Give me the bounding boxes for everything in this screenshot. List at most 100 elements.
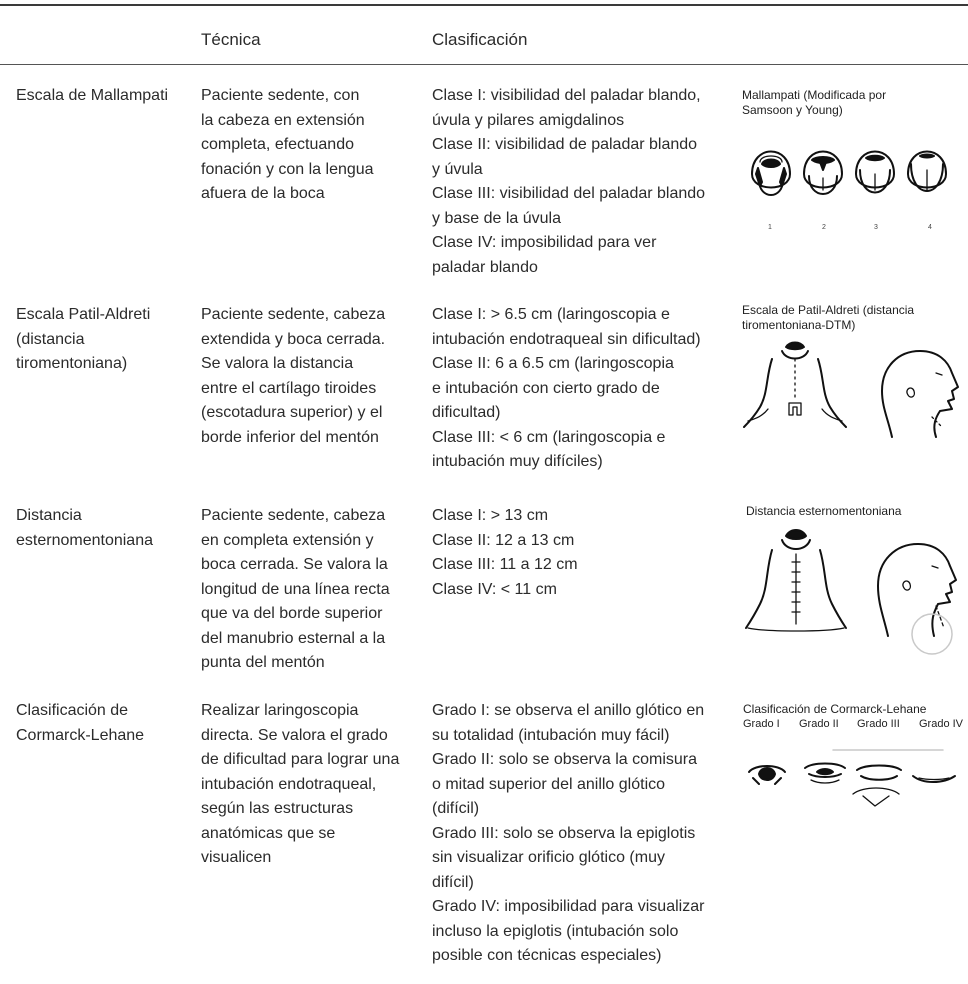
top-rule: [0, 4, 968, 6]
cell-text-line: del manubrio esternal a la: [201, 629, 386, 647]
figure-caption: Mallampati (Modificada por: [742, 88, 887, 102]
cell-text-line: en completa extensión y: [201, 531, 374, 549]
cell-text-line: Clase II: 12 a 13 cm: [432, 531, 575, 549]
cell-text-line: difícil): [432, 873, 474, 891]
cell-text-line: (distancia: [16, 330, 85, 348]
class-label: 2: [822, 224, 826, 231]
cell-text-line: Clase III: visibilidad del paladar bland…: [432, 185, 706, 202]
figure-caption: tiromentoniana-DTM): [742, 318, 856, 332]
row-name: Clasificación de Cormarck-Lehane: [16, 699, 144, 748]
cell-text-line: e intubación con cierto grado de: [432, 379, 660, 397]
cell-text-line: Escala Patil-Aldreti: [16, 306, 151, 323]
cell-text-line: Grado IV: imposibilidad para visualizar: [432, 898, 705, 915]
patil-aldreti-figure: Escala de Patil-Aldreti (distancia tirom…: [742, 303, 966, 443]
cell-text-line: Clase IV: < 11 cm: [432, 580, 557, 598]
row-clasificacion: Clase I: > 13 cm Clase II: 12 a 13 cm Cl…: [432, 504, 578, 602]
figure-caption: Distancia esternomentoniana: [746, 504, 902, 518]
cell-text-line: Escala de Mallampati: [16, 87, 169, 104]
cell-text-line: completa, efectuando: [201, 136, 354, 153]
cell-text-line: la cabeza en extensión: [201, 111, 365, 129]
cell-text-line: (escotadura superior) y el: [201, 404, 383, 421]
cell-text-line: intubación muy difíciles): [432, 453, 603, 470]
row-name: Escala de Mallampati: [16, 84, 168, 109]
cell-text-line: Clasificación de: [16, 702, 129, 719]
cell-text-line: y úvula: [432, 160, 483, 178]
row-clasificacion: Clase I: > 6.5 cm (laringoscopia e intub…: [432, 303, 701, 475]
cell-text-line: intubación endotraqueal sin dificultad): [432, 330, 701, 348]
cell-text-line: directa. Se valora el grado: [201, 726, 388, 744]
cell-text-line: dificultad): [432, 404, 501, 421]
cell-text-line: Grado II: solo se observa la comisura: [432, 751, 698, 768]
cell-text-line: posible con técnicas especiales): [432, 947, 662, 964]
cell-text-line: y base de la úvula: [432, 209, 561, 227]
cell-text-line: Cormarck-Lehane: [16, 726, 145, 744]
cell-text-line: paladar blando: [432, 258, 538, 276]
cell-text-line: Clase I: visibilidad del paladar blando,: [432, 87, 701, 104]
cell-text-line: Se valora la distancia: [201, 355, 354, 372]
figure-caption: Samsoon y Young): [742, 103, 843, 117]
cell-text-line: según las estructuras: [201, 800, 354, 817]
cell-text-line: Clase III: 11 a 12 cm: [432, 556, 578, 573]
cell-text-line: Paciente sedente, cabeza: [201, 507, 386, 524]
cell-text-line: Distancia: [16, 507, 82, 524]
cell-text-line: Realizar laringoscopia: [201, 702, 359, 719]
cell-text-line: tiromentoniana): [16, 355, 128, 372]
class-label: 3: [874, 224, 878, 231]
cell-text-line: incluso la epiglotis (intubación solo: [432, 922, 679, 940]
header-rule: [0, 64, 968, 65]
sternomental-distance-icon: [745, 529, 957, 655]
header-tecnica: Técnica: [201, 30, 261, 49]
grade-label: Grado II: [799, 718, 839, 730]
cormack-lehane-figure: Clasificación de Cormarck-Lehane Grado I…: [743, 702, 967, 822]
row-tecnica: Paciente sedente, cabeza en completa ext…: [201, 504, 390, 676]
cell-text-line: o mitad superior del anillo glótico: [432, 775, 666, 793]
cell-text-line: anatómicas que se: [201, 824, 336, 842]
mallampati-figure: Mallampati (Modificada por Samsoon y You…: [742, 88, 966, 238]
cell-text-line: (difícil): [432, 800, 480, 817]
figure-caption: Clasificación de Cormarck-Lehane: [743, 702, 927, 716]
cell-text-line: Grado III: solo se observa la epiglotis: [432, 824, 696, 842]
esternomentoniana-figure: Distancia esternomentoniana: [745, 504, 966, 655]
cell-text-line: Paciente sedente, cabeza: [201, 306, 386, 323]
cormack-lehane-grades-icon: [748, 749, 956, 807]
grade-label: Grado IV: [919, 718, 964, 730]
class-label: 1: [768, 224, 772, 231]
cell-text-line: Paciente sedente, con: [201, 87, 360, 104]
figure-caption: Escala de Patil-Aldreti (distancia: [742, 303, 915, 317]
grade-label: Grado III: [857, 718, 900, 730]
row-tecnica: Paciente sedente, con la cabeza en exten…: [201, 84, 374, 207]
cell-text-line: esternomentoniana: [16, 531, 153, 549]
cell-text-line: Clase IV: imposibilidad para ver: [432, 234, 657, 251]
cell-text-line: fonación y con la lengua: [201, 160, 374, 178]
grade-labels: Grado I Grado II Grado III Grado IV: [743, 718, 963, 730]
row-clasificacion: Grado I: se observa el anillo glótico en…: [432, 699, 704, 969]
cell-text-line: visualicen: [201, 849, 272, 866]
row-name: Distancia esternomentoniana: [16, 504, 153, 553]
cell-text-line: extendida y boca cerrada.: [201, 330, 386, 348]
cell-text-line: Clase I: > 6.5 cm (laringoscopia e: [432, 306, 670, 323]
cell-text-line: Clase II: visibilidad de paladar blando: [432, 136, 698, 153]
grade-label: Grado I: [743, 718, 780, 730]
cell-text-line: Clase III: < 6 cm (laringoscopia e: [432, 428, 666, 446]
cell-text-line: úvula y pilares amigdalinos: [432, 111, 625, 129]
cell-text-line: longitud de una línea recta: [201, 580, 390, 598]
row-clasificacion: Clase I: visibilidad del paladar blando,…: [432, 84, 705, 280]
row-tecnica: Realizar laringoscopia directa. Se valor…: [201, 699, 399, 871]
class-label: 4: [928, 224, 932, 231]
cell-text-line: de dificultad para lograr una: [201, 751, 400, 768]
cell-text-line: afuera de la boca: [201, 185, 325, 202]
mallampati-classes-icon: [751, 150, 947, 196]
cell-text-line: Clase II: 6 a 6.5 cm (laringoscopia: [432, 355, 674, 372]
cell-text-line: entre el cartílago tiroides: [201, 379, 377, 397]
cell-text-line: sin visualizar orificio glótico (muy: [432, 849, 665, 866]
row-tecnica: Paciente sedente, cabeza extendida y boc…: [201, 303, 385, 450]
cell-text-line: boca cerrada. Se valora la: [201, 556, 388, 573]
thyromental-distance-icon: [743, 341, 959, 438]
cell-text-line: punta del mentón: [201, 654, 325, 671]
cell-text-line: su totalidad (intubación muy fácil): [432, 726, 670, 744]
cell-text-line: intubación endotraqueal,: [201, 775, 377, 793]
cell-text-line: Clase I: > 13 cm: [432, 507, 549, 524]
cell-text-line: borde inferior del mentón: [201, 428, 379, 446]
cell-text-line: Grado I: se observa el anillo glótico en: [432, 702, 705, 719]
cell-text-line: que va del borde superior: [201, 605, 383, 622]
